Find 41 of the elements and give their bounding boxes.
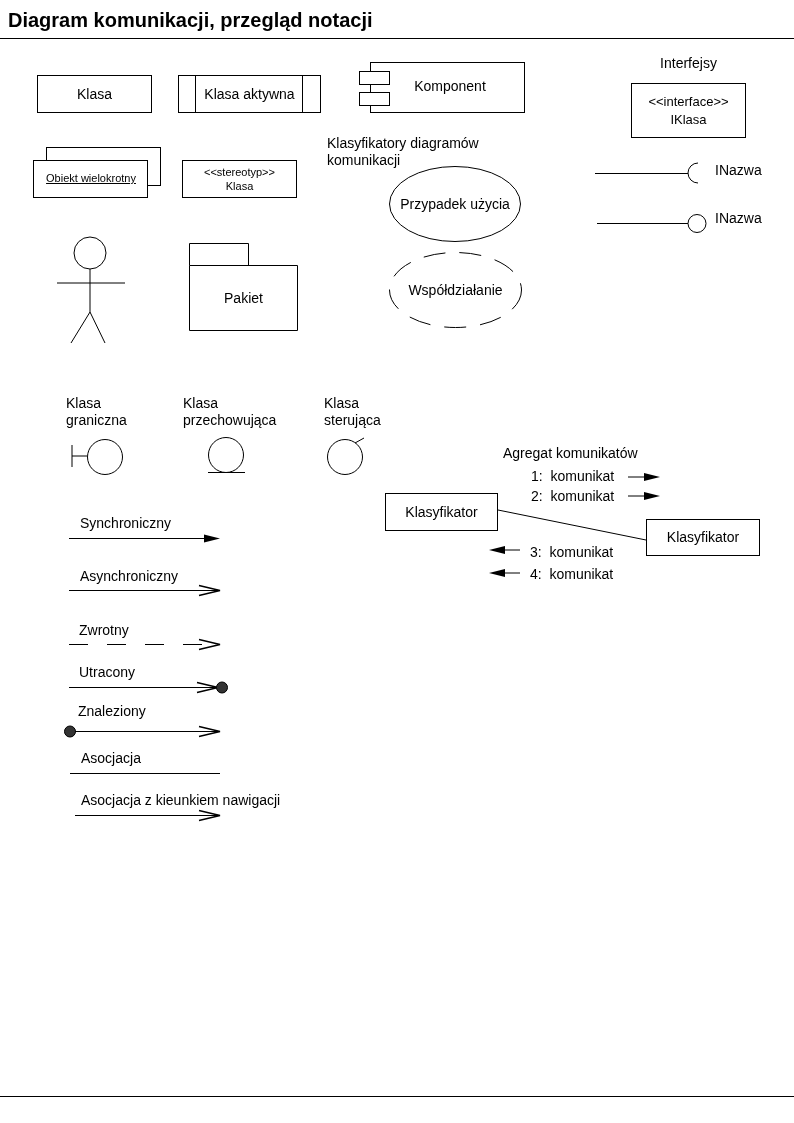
- stereotype-label: Klasa przechowująca: [183, 395, 278, 429]
- message-type-label: Utracony: [79, 664, 137, 681]
- message-label: 3: komunikat: [530, 544, 615, 561]
- message-type-label: Asocjacja: [81, 750, 142, 767]
- active-class-box: [178, 75, 321, 113]
- message-type-label: Asynchroniczny: [80, 568, 180, 585]
- stereotype-label: Klasa graniczna: [66, 395, 128, 429]
- class-box: [385, 493, 498, 531]
- interface-name: INazwa: [715, 162, 763, 179]
- use-case-ellipse: [389, 166, 521, 242]
- message-type-label: Synchroniczny: [80, 515, 173, 532]
- message-label: 1: komunikat: [531, 468, 616, 485]
- node-label: <<interface>> IKlasa: [647, 92, 730, 129]
- node-label: Klasyfikator: [666, 529, 740, 546]
- message-type-label: Znaleziony: [78, 703, 147, 720]
- section-heading: Interfejsy: [659, 55, 718, 72]
- stereotype-label: Klasa sterująca: [324, 395, 382, 429]
- class-box: [182, 160, 297, 198]
- interface-name: INazwa: [715, 210, 763, 227]
- node-label: Klasyfikator: [405, 503, 478, 521]
- node-label: Pakiet: [224, 289, 263, 307]
- message-label: 4: komunikat: [530, 566, 615, 583]
- multi-object-box: [33, 147, 161, 198]
- node-label: Klasa: [77, 85, 112, 103]
- message-type-label: Zwrotny: [79, 622, 130, 639]
- message-type-label: Asocjacja z kieunkiem nawigacji: [81, 792, 282, 809]
- package-box: [189, 243, 298, 331]
- message-label: 2: komunikat: [531, 488, 616, 505]
- diagram-title: Diagram komunikacji, przegląd notacji: [8, 8, 373, 32]
- association-line: [497, 509, 647, 541]
- section-heading: Klasyfikatory diagramów komunikacji: [327, 135, 480, 169]
- node-label: Współdziałanie: [408, 281, 503, 299]
- node-label: Komponent: [414, 78, 486, 95]
- class-box: [37, 75, 152, 113]
- node-label: Obiekt wielokrotny: [45, 171, 137, 185]
- node-label: Klasa aktywna: [204, 85, 295, 103]
- node-label: <<stereotyp>> Klasa: [203, 165, 276, 193]
- collaboration-ellipse: [389, 252, 522, 328]
- node-label: Przypadek użycia: [400, 195, 510, 213]
- section-heading: Agregat komunikatów: [503, 445, 639, 462]
- class-box: [646, 519, 760, 556]
